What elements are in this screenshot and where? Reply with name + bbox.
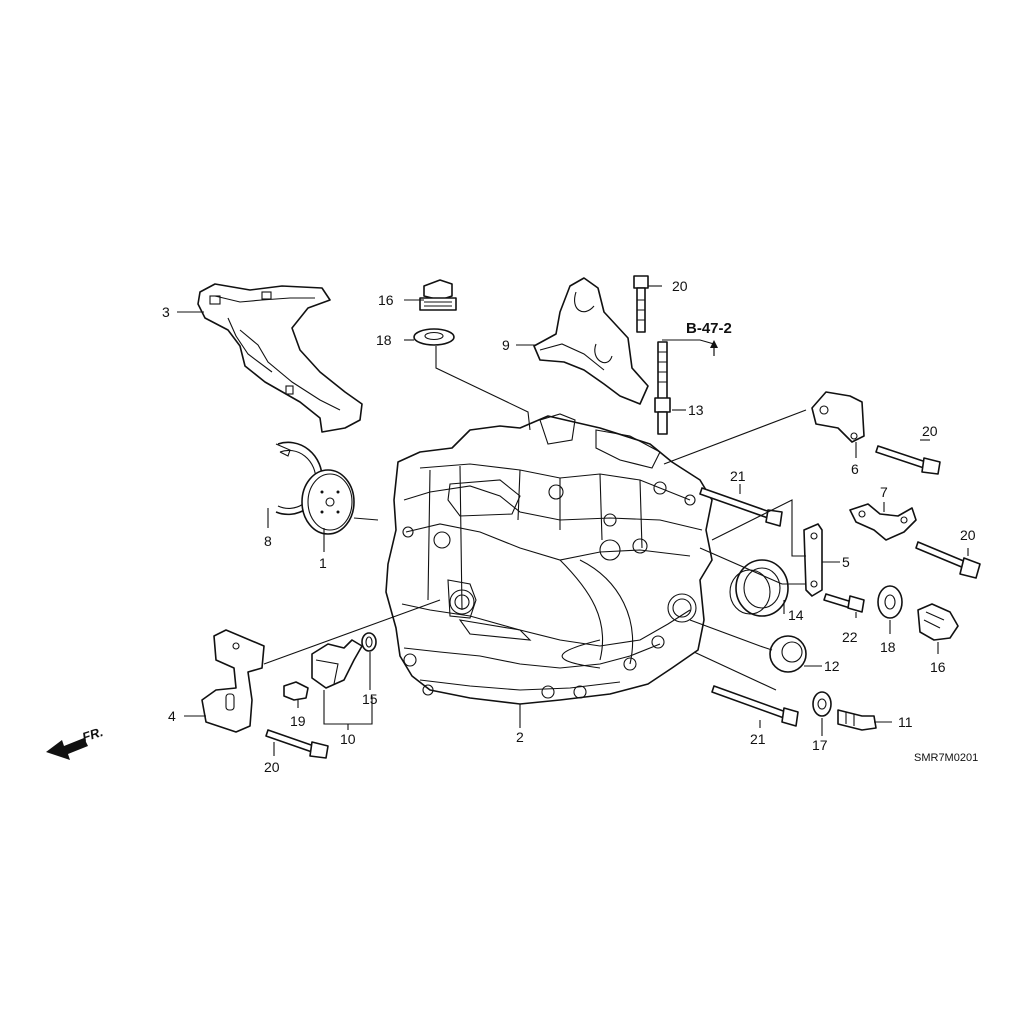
callout-3: 3 bbox=[162, 304, 170, 320]
callout-15: 15 bbox=[362, 691, 378, 707]
part-3-bracket bbox=[197, 283, 363, 433]
callout-18-right: 18 bbox=[880, 639, 896, 655]
callout-12: 12 bbox=[824, 658, 840, 674]
part-7-bracket bbox=[849, 503, 917, 541]
part-6-bracket bbox=[811, 391, 865, 443]
callout-16-top: 16 bbox=[378, 292, 394, 308]
part-21-bolt-upper bbox=[699, 487, 783, 527]
part-2-transmission-housing bbox=[385, 413, 713, 705]
part-5-plate bbox=[803, 523, 823, 597]
callout-8: 8 bbox=[264, 533, 272, 549]
leader-lines bbox=[177, 285, 969, 756]
part-20-bolt-right-1 bbox=[875, 445, 941, 475]
part-20-bolt-right-2 bbox=[915, 541, 981, 579]
part-4-bracket bbox=[201, 629, 265, 733]
callout-20-right-1: 20 bbox=[922, 423, 938, 439]
callout-20-top: 20 bbox=[672, 278, 688, 294]
callout-16-right: 16 bbox=[930, 659, 946, 675]
front-direction-label: FR. bbox=[80, 724, 105, 745]
callout-4: 4 bbox=[168, 708, 176, 724]
callout-19: 19 bbox=[290, 713, 306, 729]
callout-18-top: 18 bbox=[376, 332, 392, 348]
part-20-bolt-top bbox=[633, 275, 649, 333]
callout-21-upper: 21 bbox=[730, 468, 746, 484]
part-18-washer-right bbox=[877, 585, 903, 619]
callout-13: 13 bbox=[688, 402, 704, 418]
part-12-cap bbox=[769, 635, 807, 673]
part-20-bolt-bottom bbox=[265, 729, 329, 759]
callout-9: 9 bbox=[502, 337, 510, 353]
callout-20-right-2: 20 bbox=[960, 527, 976, 543]
callout-17: 17 bbox=[812, 737, 828, 753]
callout-1: 1 bbox=[319, 555, 327, 571]
part-19-bolt bbox=[283, 681, 309, 701]
reference-label: B-47-2 bbox=[686, 320, 732, 337]
part-18-washer-top bbox=[413, 328, 455, 346]
part-16-plug-top bbox=[419, 279, 457, 311]
part-13-stud bbox=[654, 341, 671, 435]
callout-labels: 3 8 1 16 18 9 20 B-47-2 13 20 6 21 7 20 … bbox=[162, 278, 978, 775]
part-10-sensor bbox=[311, 639, 363, 689]
callout-14: 14 bbox=[788, 607, 804, 623]
reference-arrow-icon bbox=[710, 340, 718, 356]
callout-2: 2 bbox=[516, 729, 524, 745]
callout-5: 5 bbox=[842, 554, 850, 570]
callout-11: 11 bbox=[898, 714, 913, 730]
part-16-plug-right bbox=[917, 603, 959, 641]
part-21-bolt-lower bbox=[711, 685, 799, 727]
callout-21-lower: 21 bbox=[750, 731, 766, 747]
drawing-code: SMR7M0201 bbox=[914, 752, 978, 764]
part-22-bolt bbox=[823, 593, 865, 613]
callout-22: 22 bbox=[842, 629, 858, 645]
callout-20-bottom: 20 bbox=[264, 759, 280, 775]
callout-7: 7 bbox=[880, 484, 888, 500]
part-17-washer bbox=[812, 691, 832, 717]
part-11-bolt bbox=[837, 709, 877, 731]
part-9-bracket bbox=[533, 277, 649, 405]
callout-6: 6 bbox=[851, 461, 859, 477]
callout-10: 10 bbox=[340, 731, 356, 747]
part-15-o-ring bbox=[361, 632, 377, 652]
front-direction-arrow-icon: FR. bbox=[46, 724, 105, 760]
part-1-plate bbox=[301, 469, 355, 535]
